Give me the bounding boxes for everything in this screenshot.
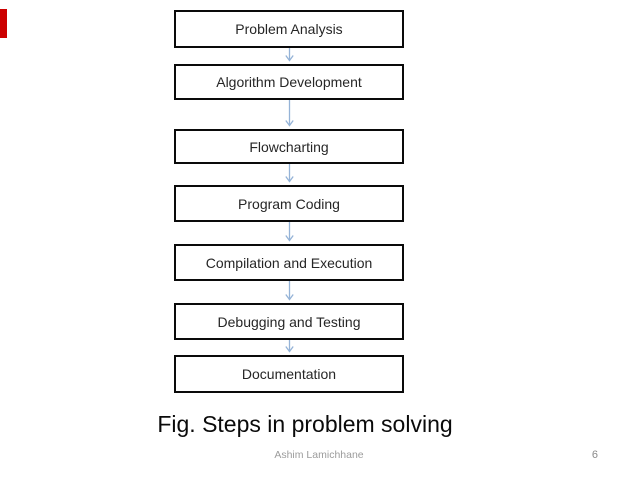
arrow-down-icon: [283, 340, 296, 355]
flow-step-program-coding: Program Coding: [174, 185, 404, 222]
flow-step-compilation-and-execution: Compilation and Execution: [174, 244, 404, 281]
red-accent-bar: [0, 9, 7, 38]
arrow-down-icon: [283, 100, 296, 129]
flow-step-debugging-and-testing: Debugging and Testing: [174, 303, 404, 340]
flow-step-label: Flowcharting: [249, 138, 329, 155]
arrow-down-icon: [283, 48, 296, 64]
footer-author: Ashim Lamichhane: [274, 449, 364, 461]
arrow-down-icon: [283, 222, 296, 244]
arrow-down-icon: [283, 164, 296, 185]
flow-step-algorithm-development: Algorithm Development: [174, 64, 404, 100]
page-number: 6: [591, 449, 598, 461]
flow-step-label: Algorithm Development: [216, 74, 362, 90]
figure-caption: Fig. Steps in problem solving: [157, 411, 453, 437]
flow-step-problem-analysis: Problem Analysis: [174, 10, 404, 48]
arrow-down-icon: [283, 281, 296, 303]
flow-step-label: Debugging and Testing: [217, 313, 361, 330]
flow-step-label: Problem Analysis: [235, 21, 343, 37]
flow-step-documentation: Documentation: [174, 355, 404, 393]
flow-step-label: Documentation: [241, 366, 337, 382]
flow-step-flowcharting: Flowcharting: [174, 129, 404, 164]
flow-step-label: Program Coding: [238, 195, 340, 212]
flow-step-label: Compilation and Execution: [205, 254, 373, 271]
